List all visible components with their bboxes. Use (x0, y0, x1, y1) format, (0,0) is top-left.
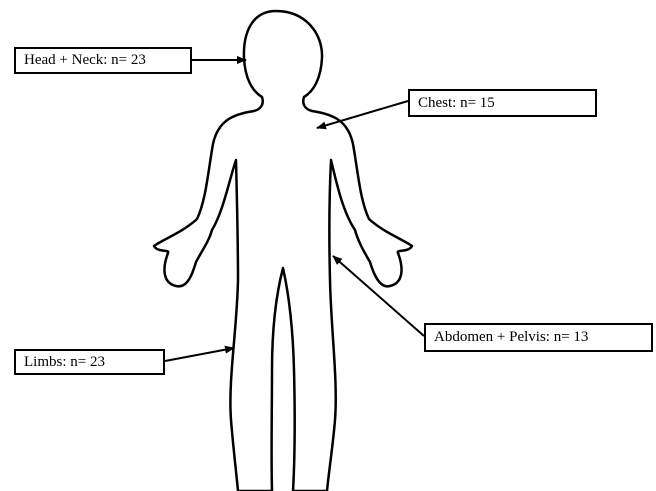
arrows (165, 60, 424, 361)
arrow-limbs (165, 348, 234, 361)
label-chest: Chest: n= 15 (408, 89, 597, 117)
label-limbs: Limbs: n= 23 (14, 349, 165, 375)
arrow-abdomen-pelvis (333, 256, 424, 336)
body-outline (154, 11, 412, 491)
label-abdomen-pelvis: Abdomen + Pelvis: n= 13 (424, 323, 653, 352)
label-head-neck: Head + Neck: n= 23 (14, 47, 192, 74)
